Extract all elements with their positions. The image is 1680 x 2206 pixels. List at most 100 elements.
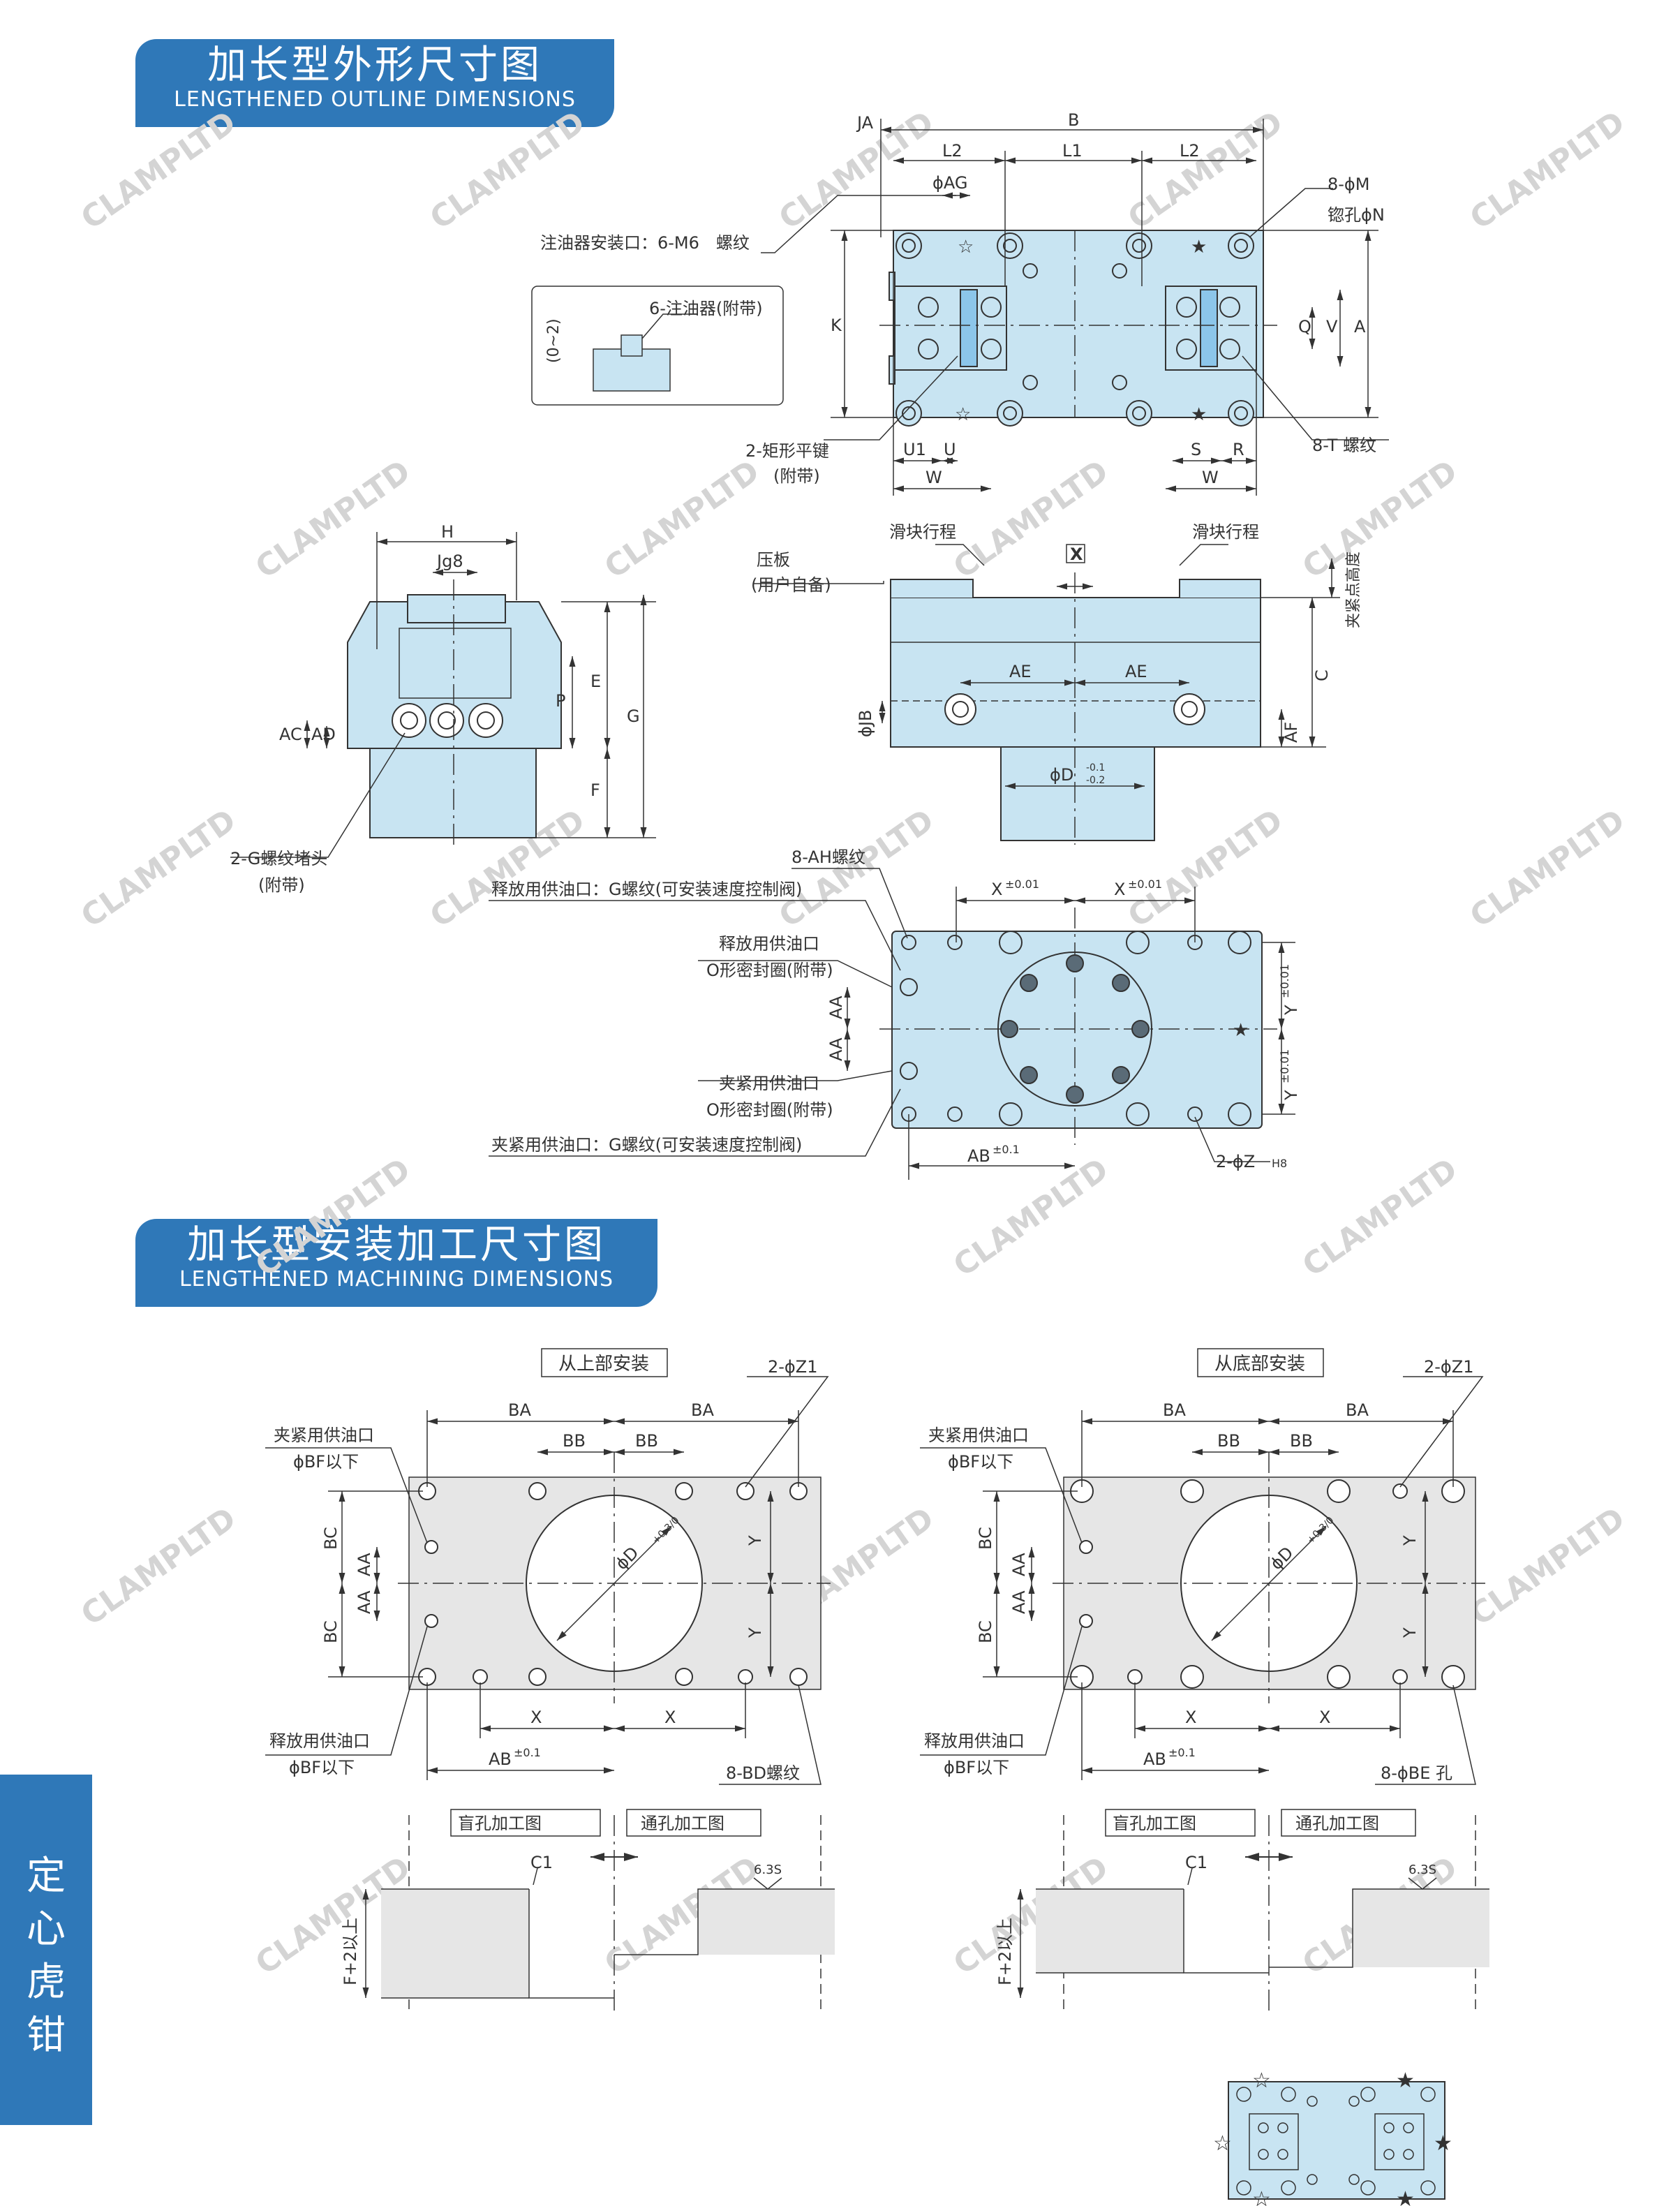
dim-aa: AA [1009,1590,1029,1614]
front-view-base [1000,746,1155,841]
oring-label: O形密封圈(附带) [706,1100,833,1120]
dim-bc: BC [976,1527,995,1550]
mount-label-box [541,1348,668,1377]
bf-label: ϕBF以下 [944,1758,1009,1777]
dim-y: Y [1400,1627,1420,1638]
be-hole-label: 8-ϕBE 孔 [1381,1763,1452,1783]
dim-ab-tol: ±0.1 [993,1143,1020,1156]
roughness-label: 6.3S [1408,1863,1436,1877]
dim-ag: ϕAG [932,173,967,193]
dim-x-tol: ±0.01 [1005,878,1039,891]
product-thumbnail[interactable]: ☆ ★ ☆ ★ ☆ ★ [1213,2068,1452,2206]
dim-x: X [1185,1708,1196,1727]
dim-ja: JA [856,113,874,133]
release-oil-label: 释放用供油口 [924,1731,1025,1751]
star-icon: ★ [1191,404,1207,425]
dim-ab: AB [1143,1749,1166,1769]
dim-ae: AE [1125,662,1147,681]
dim-ad: AD [311,725,336,744]
dim-y-tol: ±0.01 [1278,1049,1291,1083]
star-icon: ☆ [955,404,971,425]
dim-r: R [1233,440,1244,459]
dim-bb: BB [1290,1431,1313,1451]
star-icon: ☆ [1213,2131,1232,2156]
dim-ba: BA [1163,1400,1186,1420]
dim-h: H [441,522,454,542]
mount-label: 从上部安装 [558,1354,649,1375]
press-plate-note: (用户自备) [751,575,831,595]
depth-label: F+2以上 [341,1918,360,1985]
dim-bc: BC [321,1527,341,1550]
dim-s: S [1191,440,1201,459]
release-oil-label: 释放用供油口 [269,1731,370,1751]
star-icon: ★ [1396,2187,1415,2206]
ah-thread-label: 8-AH螺纹 [791,847,865,867]
dim-af: AF [1281,722,1301,743]
star-icon: ☆ [958,237,974,258]
dim-a: A [1354,317,1366,336]
dim-g: G [627,706,640,726]
side-view: H Jg8 P E G F AC AD 2-G螺纹堵头 (附带) [230,522,656,895]
plug-attached-label: (附带) [258,875,305,895]
star-icon: ☆ [1252,2068,1271,2093]
dim-ac: AC [279,725,302,744]
z-fit-label: H8 [1272,1157,1287,1170]
side-view-base [369,748,537,838]
clamp-oil-label: 夹紧用供油口 [274,1426,374,1445]
press-plate-label: 压板 [757,550,790,570]
dim-y: Y [1400,1535,1420,1546]
roughness-label: 6.3S [754,1863,782,1877]
dim-p: P [556,691,565,711]
dim-b: B [1068,110,1079,130]
mount-label-box [1197,1348,1324,1377]
watermark: CLAMPLTD [1296,1151,1464,1284]
watermark: CLAMPLTD [598,453,766,586]
blind-hole-label: 盲孔加工图 [458,1814,542,1833]
depth-label: F+2以上 [995,1918,1015,1985]
watermark: CLAMPLTD [1122,104,1289,237]
side-tab-char: 定 [27,1853,66,1899]
grease-nipple-label: 6-注油器(附带) [649,299,763,318]
machining-bottom-mount: 从底部安装 2-ϕZ1 夹紧用供油口 ϕBF以下 释放用供油口 ϕBF以下 8-… [920,1348,1485,1785]
watermark: CLAMPLTD [249,453,417,586]
dim-bc: BC [976,1620,995,1643]
dim-bb: BB [635,1431,658,1451]
dim-jg8: Jg8 [436,552,463,571]
watermark: CLAMPLTD [75,802,242,935]
outline-dimensions-header: 加长型外形尺寸图 LENGTHENED OUTLINE DIMENSIONS [135,39,614,127]
chamfer-label: C1 [530,1853,553,1872]
dim-x: X [991,880,1002,899]
dim-ba: BA [508,1400,531,1420]
header-title-zh: 加长型外形尺寸图 [207,43,542,88]
dim-f: F [590,780,600,800]
dim-y: Y [745,1535,765,1546]
dim-aa: AA [355,1553,374,1576]
dim-y: Y [745,1627,765,1638]
dim-ab: AB [967,1146,990,1166]
watermark-layer: CLAMPLTD CLAMPLTD CLAMPLTD CLAMPLTD CLAM… [75,104,1631,1982]
chamfer-label: C1 [1185,1853,1207,1872]
section-view-right: 盲孔加工图 通孔加工图 C1 6.3S F+2以上 [995,1809,1489,2011]
bf-label: ϕBF以下 [289,1758,355,1777]
grease-range-label: (0~2) [545,318,563,363]
mount-label: 从底部安装 [1214,1354,1305,1375]
key-attached-label: (附带) [773,466,820,486]
dim-ba: BA [1346,1400,1369,1420]
dim-ab-tol: ±0.1 [514,1746,541,1759]
dim-k: K [831,316,842,335]
bf-label: ϕBF以下 [948,1452,1013,1472]
watermark: CLAMPLTD [1464,104,1631,237]
bd-thread-label: 8-BD螺纹 [726,1763,800,1783]
watermark: CLAMPLTD [947,1151,1115,1284]
category-side-tab[interactable]: 定 心 虎 钳 [0,1775,92,2125]
plug-label: 2-G螺纹堵头 [230,849,327,868]
clamp-port-label: 夹紧用供油口：G螺纹(可安装速度控制阀) [491,1135,802,1155]
z1-label: 2-ϕZ1 [768,1357,817,1377]
top-view: ☆ ★ ☆ ★ [531,110,1389,496]
watermark: CLAMPLTD [424,104,591,237]
z1-label: 2-ϕZ1 [1424,1357,1473,1377]
right-key [1200,289,1218,367]
machining-dimensions-header: 加长型安装加工尺寸图 LENGTHENED MACHINING DIMENSIO… [135,1219,657,1307]
dim-aa: AA [826,1037,846,1061]
slider-travel-label: 滑块行程 [889,522,956,542]
